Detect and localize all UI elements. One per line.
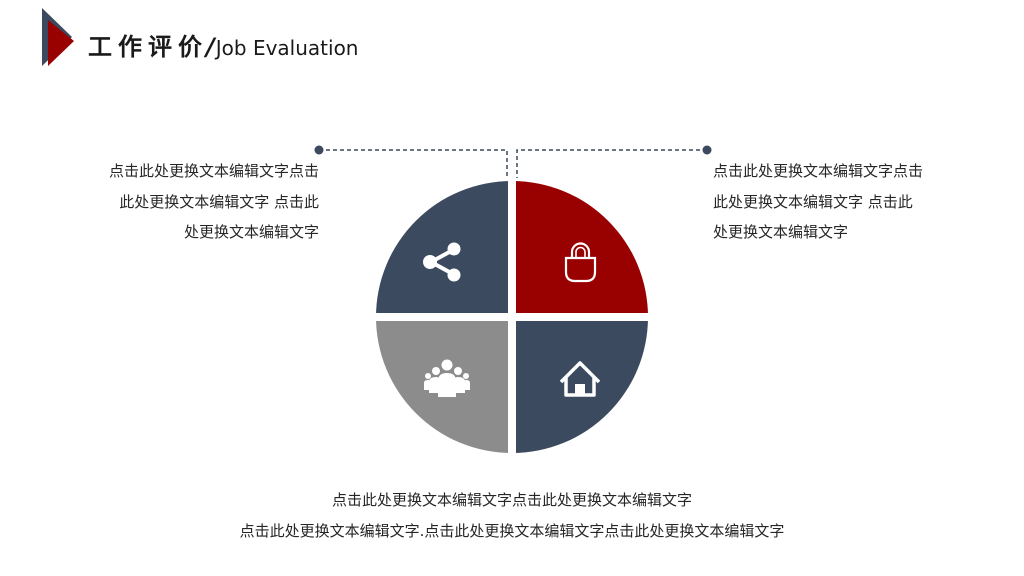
right-description-line: 此处更换文本编辑文字 点击此: [713, 192, 913, 211]
bottom-description-line: 点击此处更换文本编辑文字.点击此处更换文本编辑文字点击此处更换文本编辑文字: [239, 521, 785, 540]
bottom-description-line: 点击此处更换文本编辑文字点击此处更换文本编辑文字: [331, 491, 692, 509]
title-chinese: 工作评价: [88, 33, 208, 61]
right-description: 点击此处更换文本编辑文字点击 此处更换文本编辑文字 点击此 处更换文本编辑文字: [713, 156, 923, 248]
share-icon: [423, 242, 461, 282]
title-english: Job Evaluation: [215, 36, 359, 60]
right-description-line: 点击此处更换文本编辑文字点击: [713, 162, 924, 180]
left-connector-dot: [314, 145, 324, 155]
bottom-description: 点击此处更换文本编辑文字点击此处更换文本编辑文字 点击此处更换文本编辑文字.点击…: [0, 485, 1024, 546]
left-description-line: 此处更换文本编辑文字 点击此: [119, 192, 319, 211]
quadrant-top-left: [376, 181, 508, 313]
left-description-line: 点击此处更换文本编辑文字点击: [108, 162, 319, 180]
left-description: 点击此处更换文本编辑文字点击 此处更换文本编辑文字 点击此 处更换文本编辑文字: [109, 156, 319, 248]
triangle-play-icon: [42, 8, 74, 66]
left-description-line: 处更换文本编辑文字: [183, 223, 319, 241]
right-connector-dot: [702, 145, 712, 155]
page-title: 工作评价 / Job Evaluation: [88, 27, 358, 61]
lock-icon: [564, 242, 597, 283]
title-slash: /: [206, 33, 215, 61]
team-icon: [424, 359, 470, 397]
right-description-line: 处更换文本编辑文字: [713, 223, 849, 241]
